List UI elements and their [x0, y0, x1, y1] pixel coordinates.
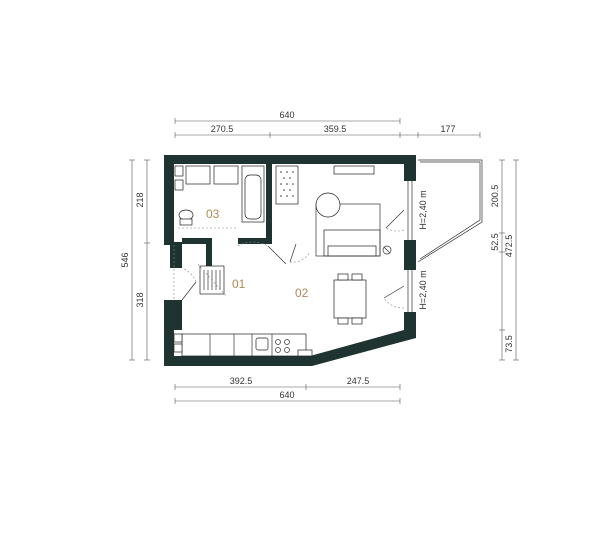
dim-bottom-right: 247.5	[347, 376, 370, 386]
dim-right-total: 472.5	[504, 235, 514, 258]
dim-bottom-left: 392.5	[230, 376, 253, 386]
dimension-labels: 640 270.5 359.5 177 392.5 247.5 640 546 …	[120, 110, 514, 400]
dim-left-upper: 218	[135, 192, 145, 207]
room-labels: 03 01 02	[206, 207, 309, 300]
dim-top-total: 640	[279, 110, 294, 120]
height-lower-window: H=2,40 m	[418, 270, 428, 309]
dim-left-total: 546	[120, 252, 130, 267]
dim-right-lower: 73.5	[504, 335, 514, 353]
dimension-lines	[129, 118, 519, 404]
dim-top-mid: 359.5	[324, 124, 347, 134]
balcony	[417, 159, 483, 263]
dim-top-left: 270.5	[211, 124, 234, 134]
hall-fixtures	[181, 241, 311, 301]
dim-right-mid: 52.5	[490, 233, 500, 251]
living-furniture	[173, 165, 413, 325]
bathroom-fixtures	[174, 165, 265, 229]
kitchen	[173, 333, 313, 357]
dim-bottom-total: 640	[279, 390, 294, 400]
walls	[164, 155, 416, 366]
height-upper-window: H=2,40 m	[418, 190, 428, 229]
room-label-living: 02	[295, 286, 309, 300]
dim-top-balcony: 177	[440, 124, 455, 134]
dim-right-upper: 200.5	[490, 185, 500, 208]
room-label-hall: 01	[232, 277, 246, 291]
dim-left-lower: 318	[135, 292, 145, 307]
room-label-bathroom: 03	[206, 207, 220, 221]
